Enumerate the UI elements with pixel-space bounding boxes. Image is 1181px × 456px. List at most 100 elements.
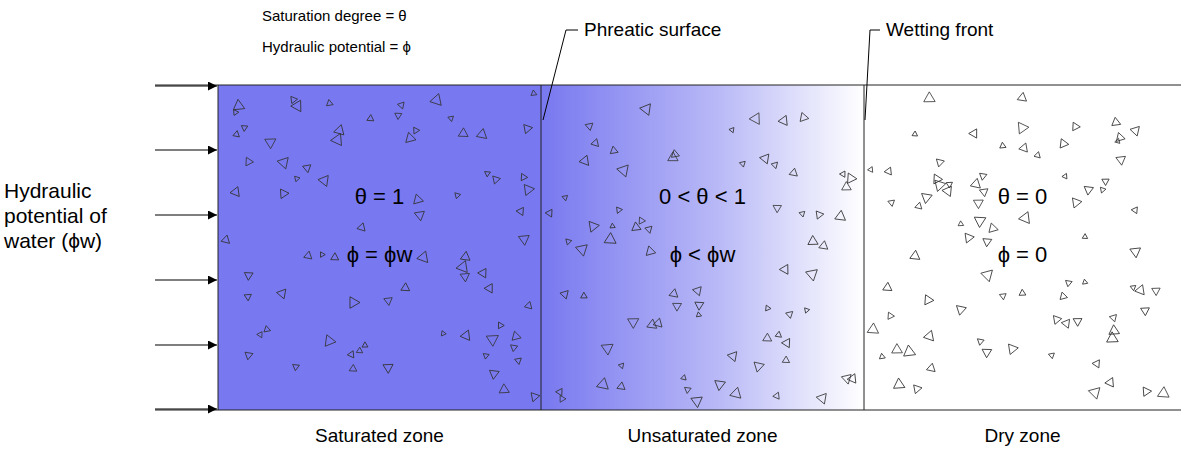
aggregate-speck	[763, 333, 772, 341]
aggregate-speck	[476, 128, 488, 139]
aggregate-speck	[1109, 312, 1119, 322]
aggregate-speck	[930, 174, 943, 186]
aggregate-speck	[304, 251, 315, 262]
aggregate-speck	[628, 319, 639, 329]
pressure-arrow	[155, 344, 217, 345]
aggregate-speck	[331, 133, 347, 149]
aggregate-speck	[301, 162, 311, 172]
aggregate-speck	[847, 374, 859, 386]
aggregate-speck	[617, 381, 626, 389]
aggregate-speck	[1139, 384, 1151, 396]
aggregate-speck	[478, 268, 490, 280]
aggregate-speck	[774, 331, 781, 339]
aggregate-speck	[778, 115, 791, 128]
aggregate-speck	[804, 266, 818, 281]
inflow-label: Hydraulic potential of water (ϕw)	[4, 178, 116, 253]
aggregate-speck	[610, 223, 616, 230]
aggregate-speck	[397, 101, 404, 109]
aggregate-speck	[977, 170, 987, 180]
aggregate-speck	[614, 205, 622, 213]
aggregate-speck	[979, 267, 992, 281]
aggregate-speck	[456, 261, 472, 277]
aggregate-speck	[1109, 325, 1122, 339]
aggregate-speck	[764, 304, 771, 311]
aggregate-speck	[695, 299, 706, 311]
aggregate-speck	[971, 212, 986, 227]
aggregate-speck	[618, 362, 624, 369]
callout-label: Wetting front	[886, 18, 993, 42]
aggregate-speck	[884, 167, 894, 177]
zone-name: Saturated zone	[218, 424, 541, 448]
leader-line	[865, 30, 880, 120]
aggregate-speck	[276, 289, 288, 300]
aggregate-speck	[453, 193, 460, 200]
aggregate-speck	[482, 354, 489, 360]
aggregate-speck	[1050, 313, 1062, 325]
aggregate-speck	[980, 345, 992, 358]
inlet-face	[218, 85, 219, 410]
aggregate-speck	[696, 312, 702, 319]
aggregate-speck	[325, 335, 336, 348]
legend-note: Hydraulic potential = ϕ	[262, 37, 411, 56]
aggregate-speck	[347, 349, 356, 358]
aggregate-speck	[915, 202, 924, 211]
aggregate-speck	[805, 235, 818, 248]
aggregate-speck	[357, 222, 367, 231]
bottom-boundary	[155, 410, 1181, 411]
aggregate-speck	[749, 113, 759, 125]
aggregate-speck	[242, 349, 253, 360]
aggregate-speck	[924, 92, 936, 102]
aggregate-speck	[892, 344, 903, 353]
aggregate-speck	[867, 167, 872, 173]
aggregate-speck	[640, 104, 655, 118]
aggregate-speck	[345, 294, 360, 308]
phreatic-line	[541, 85, 542, 410]
aggregate-speck	[556, 386, 566, 395]
aggregate-speck	[560, 395, 566, 402]
aggregate-speck	[1060, 292, 1068, 301]
aggregate-speck	[513, 356, 521, 364]
aggregate-speck	[942, 183, 956, 196]
aggregate-speck	[524, 183, 535, 195]
aggregate-speck	[399, 283, 410, 294]
zone-region: θ = 0ϕ = 0Dry zone	[864, 85, 1181, 410]
aggregate-speck	[576, 245, 590, 258]
aggregate-speck	[545, 209, 555, 218]
aggregate-speck	[241, 123, 249, 131]
pressure-arrow	[155, 214, 217, 215]
aggregate-speck	[888, 312, 895, 320]
aggregate-speck	[819, 240, 829, 249]
aggregate-speck	[521, 125, 532, 136]
aggregate-speck	[815, 392, 826, 404]
leader-line	[543, 30, 578, 120]
aggregate-speck	[608, 146, 618, 157]
aggregate-speck	[460, 273, 470, 282]
aggregate-speck	[291, 97, 306, 111]
aggregate-speck	[779, 262, 792, 274]
aggregate-speck	[961, 230, 974, 243]
aggregate-speck	[1152, 288, 1161, 296]
pressure-arrows	[155, 86, 217, 409]
aggregate-speck	[326, 99, 334, 106]
aggregate-speck	[411, 193, 423, 204]
aggregate-speck	[356, 347, 363, 353]
aggregate-speck	[669, 150, 680, 161]
aggregate-speck	[773, 205, 782, 212]
aggregate-speck	[616, 163, 629, 177]
aggregate-speck	[923, 329, 936, 341]
aggregate-speck	[1139, 304, 1150, 315]
pressure-arrow	[155, 85, 217, 86]
aggregate-speck	[499, 384, 510, 393]
aggregate-speck	[601, 233, 616, 248]
aggregate-speck	[632, 222, 643, 234]
zone-name: Dry zone	[864, 424, 1181, 448]
aggregate-speck	[1129, 284, 1136, 291]
aggregate-speck	[487, 366, 500, 379]
aggregate-speck	[934, 156, 945, 167]
aggregate-speck	[1018, 121, 1029, 133]
aggregate-speck	[1081, 279, 1088, 286]
zone-name: Unsaturated zone	[541, 424, 864, 448]
aggregate-speck	[349, 364, 357, 371]
aggregate-speck	[291, 362, 300, 371]
